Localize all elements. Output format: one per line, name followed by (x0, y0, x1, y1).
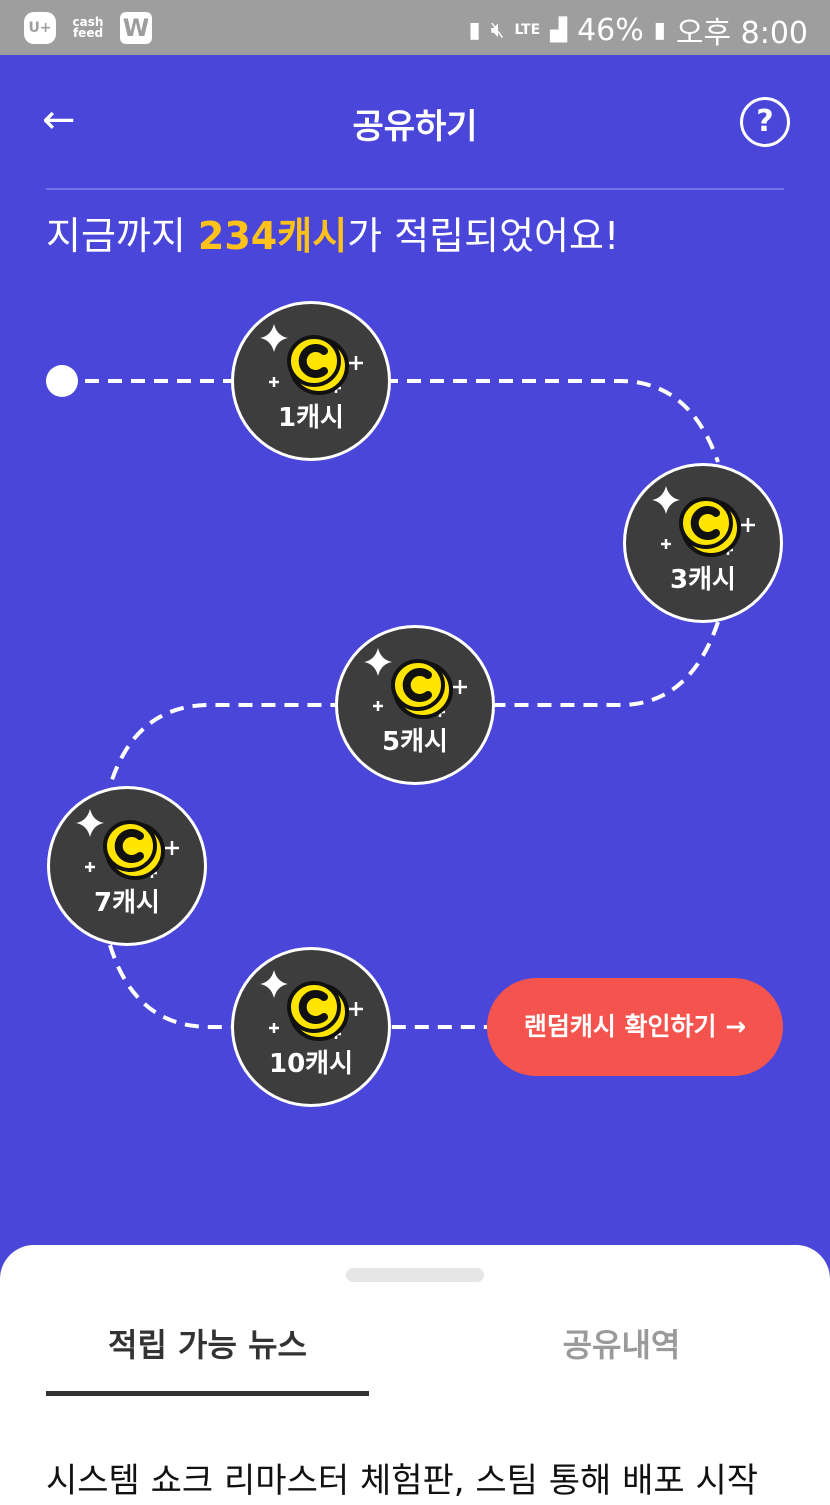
news-item-title[interactable]: 시스템 쇼크 리마스터 체험판, 스팀 통해 배포 시작 (46, 1461, 759, 1501)
coin-icon (652, 486, 755, 557)
coin-icon (364, 648, 467, 719)
reward-label: 5캐시 (382, 727, 448, 757)
status-bar: U+ cash feed W ▮ 🔇︎ LTE ▟ 46% ▮ 오후 8:00 (0, 0, 830, 55)
cashfeed-app-icon: cash feed (72, 15, 104, 40)
reward-node: 1캐시 (231, 301, 391, 461)
divider (46, 188, 784, 190)
battery-percent: 46% (577, 12, 644, 48)
back-arrow-icon[interactable]: ← (42, 97, 76, 143)
mute-icon: 🔇︎ (490, 17, 505, 43)
summary-prefix: 지금까지 (46, 214, 198, 258)
summary-suffix: 가 적립되었어요! (347, 214, 620, 258)
reward-node: 10캐시 (231, 947, 391, 1107)
reward-node: 7캐시 (47, 786, 207, 946)
battery-saver-icon: ▮ (468, 17, 481, 43)
uplus-app-icon: U+ (24, 12, 56, 44)
reward-label: 10캐시 (268, 1049, 354, 1079)
header: ← 공유하기 ? (0, 55, 830, 185)
cash-summary: 지금까지 234캐시가 적립되었어요! (46, 205, 619, 260)
reward-label: 7캐시 (94, 888, 160, 918)
network-type: LTE (514, 22, 541, 38)
battery-icon: ▮ (653, 17, 666, 43)
start-dot (46, 365, 78, 397)
tab-share-history[interactable]: 공유내역 (562, 1326, 681, 1364)
coin-icon (76, 809, 179, 880)
signal-icon: ▟ (550, 17, 568, 43)
bottom-sheet: 적립 가능 뉴스 공유내역 시스템 쇼크 리마스터 체험판, 스팀 통해 배포 … (0, 1245, 830, 1505)
w-app-icon: W (120, 12, 152, 44)
random-cash-button[interactable]: 랜덤캐시 확인하기 → (487, 978, 783, 1076)
reward-node: 3캐시 (623, 463, 783, 623)
clock: 오후 8:00 (675, 16, 808, 51)
help-button[interactable]: ? (740, 97, 790, 147)
sheet-handle[interactable] (346, 1268, 484, 1282)
reward-label: 1캐시 (278, 403, 344, 433)
cash-amount: 234캐시 (197, 214, 348, 258)
progress-path (46, 365, 720, 1029)
coin-icon (260, 970, 363, 1041)
active-tab-indicator (46, 1391, 369, 1396)
reward-label: 3캐시 (670, 565, 736, 595)
coin-icon (260, 324, 363, 395)
tab-available-news[interactable]: 적립 가능 뉴스 (108, 1326, 307, 1364)
page-title: 공유하기 (352, 107, 478, 147)
reward-node: 5캐시 (335, 625, 495, 785)
